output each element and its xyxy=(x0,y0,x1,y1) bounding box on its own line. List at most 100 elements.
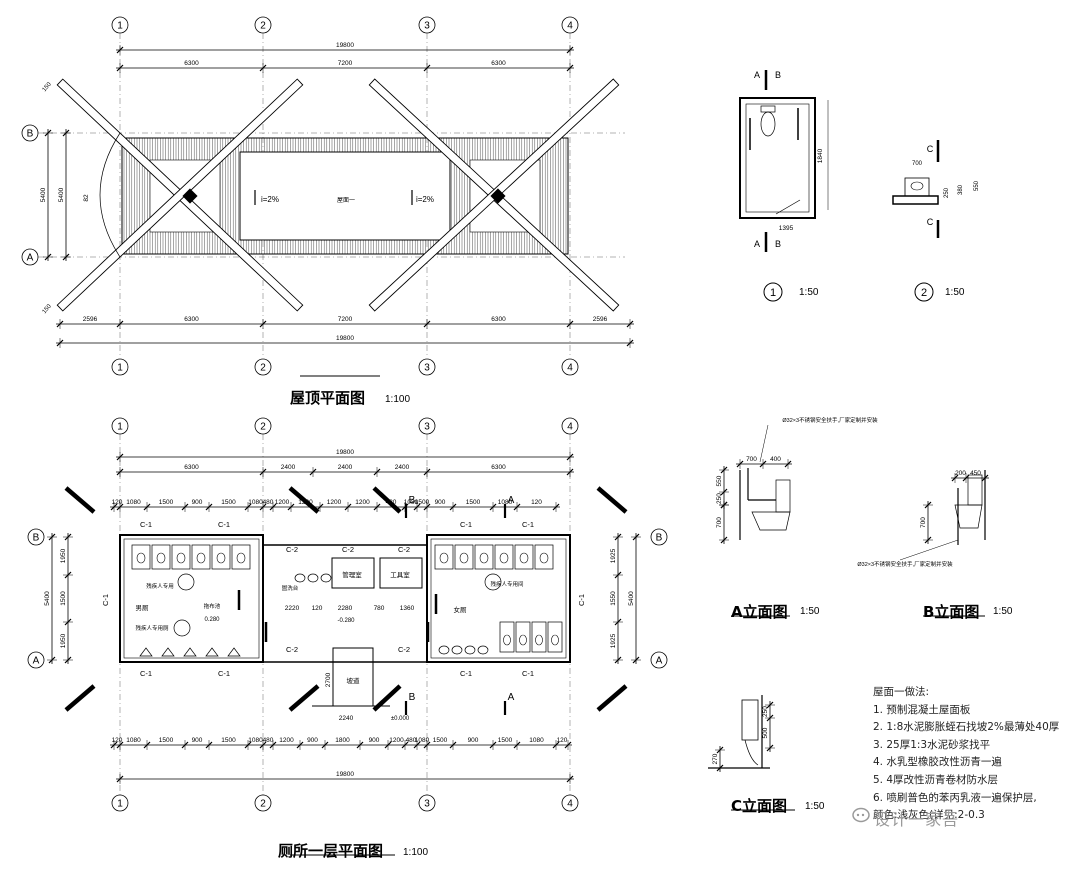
washbasin xyxy=(438,645,450,655)
elevA-dim-top-text: 700 xyxy=(746,456,757,463)
plan-dim-sub-bot-text: 1800 xyxy=(335,737,350,744)
grid-bot-1-label: 1 xyxy=(117,799,123,810)
elevB-toilet xyxy=(954,504,983,529)
room-label-men: 男厕 xyxy=(136,604,150,612)
elevA-toilet xyxy=(751,511,791,531)
toilet-fixture xyxy=(439,552,449,564)
toilet-fixture xyxy=(459,552,469,564)
plan-dim-sub-bot-text: 900 xyxy=(468,737,479,744)
notes-item: 2. 1:8水泥膨胀蛭石找坡2%最薄处40厚 xyxy=(873,721,1060,734)
plan-dim-sub-top-text: 1500 xyxy=(466,499,481,506)
toilet-stall xyxy=(474,544,494,570)
plan-dim-sub-top-text: 1500 xyxy=(159,499,174,506)
washbasin xyxy=(464,645,476,655)
window-c1-label: C-1 xyxy=(522,669,534,678)
washbasin xyxy=(320,573,332,583)
plan-dim-sub-top-text: 900 xyxy=(192,499,203,506)
room-label-women: 女厕 xyxy=(454,605,468,614)
roof-dim-total-top-text: 19800 xyxy=(336,42,354,49)
grid-row-b-left-bubble xyxy=(27,528,45,546)
plan-dim-sub-top-text: 120 xyxy=(112,499,123,506)
plan-dim-sub-top-text: 900 xyxy=(435,499,446,506)
detail2-bubble xyxy=(914,282,934,302)
section-letter: A xyxy=(754,239,760,249)
plan-mid-dim: 2280 xyxy=(338,605,353,612)
roof-dim-depth2-text: 5400 xyxy=(58,187,65,202)
beam-body xyxy=(56,78,304,312)
plan-dim-sub-top-text: 1500 xyxy=(415,499,430,506)
washbasin xyxy=(477,645,489,655)
room-label-janitor: 拖布池 xyxy=(204,602,221,610)
detail1-bubble xyxy=(763,282,783,302)
toilet-fixture xyxy=(519,552,529,564)
entry-marker xyxy=(64,486,96,514)
beam-joint xyxy=(182,188,198,204)
plan-dim-sub-bot-text: 120 xyxy=(557,737,568,744)
plan-dim-top-text: 2400 xyxy=(395,464,410,471)
grid-bot-3-label: 3 xyxy=(424,799,430,810)
entry-marker xyxy=(64,684,96,712)
toilet-fixture xyxy=(136,552,146,564)
toilet-stall xyxy=(531,621,547,653)
toilet-stall xyxy=(151,544,171,570)
detail1-dim: 1395 xyxy=(779,225,794,232)
level-mark: ±0.000 xyxy=(391,716,410,722)
diagonal-beam xyxy=(56,78,304,312)
grid-top-2-label: 2 xyxy=(260,21,266,32)
plan-mid-dim: 2240 xyxy=(339,715,354,722)
elevation-c-scale: 1:50 xyxy=(805,801,825,812)
roof-dim-spans-top-text: 6300 xyxy=(184,60,199,67)
window-c1-label: C-1 xyxy=(522,520,534,529)
grid-top-4-label: 4 xyxy=(567,21,573,32)
grid-bot-4-bubble xyxy=(561,358,579,376)
section-letter: C xyxy=(927,144,934,154)
toilet-stall xyxy=(434,544,454,570)
toilet-stall xyxy=(515,621,531,653)
washbasin xyxy=(307,573,319,583)
window-c1-label: C-1 xyxy=(140,669,152,678)
plan-dim-sub-top-text: 1200 xyxy=(327,499,342,506)
section-letter: C xyxy=(927,217,934,227)
turning-circle xyxy=(177,573,195,591)
room-label-ramp: 坡道 xyxy=(347,676,361,685)
grid-top-3-label: 3 xyxy=(424,422,430,433)
plan-mid-dim: 780 xyxy=(374,605,385,612)
notes-item: 6. 喷刷普色的苯丙乳液一遍保护层, xyxy=(873,791,1037,804)
floor-plan-title: 厕所一层平面图 xyxy=(278,842,384,860)
turning-circle xyxy=(484,573,502,591)
grid-row-a-right-bubble xyxy=(650,651,668,669)
leader-line xyxy=(899,539,959,561)
detail-1-scale: 1:50 xyxy=(799,287,819,298)
grid-row-a-right-label: A xyxy=(656,656,663,667)
plan-dim-sub-bot-text: 1080 xyxy=(126,737,141,744)
entry-marker xyxy=(596,486,628,514)
plan-dim-sub-bot-text: 900 xyxy=(369,737,380,744)
grid-row-a-label: A xyxy=(27,253,34,264)
toilet-fixture xyxy=(519,634,527,646)
door-swing xyxy=(775,199,801,215)
grid-bot-4-label: 4 xyxy=(567,363,573,374)
room-label-washroom: 盥洗台 xyxy=(282,584,299,592)
toilet-fixture xyxy=(176,552,186,564)
plan-dim-sub-top-text: 1080 xyxy=(248,499,263,506)
grid-row-b-left-label: B xyxy=(33,533,40,544)
elevA-dim-upper-text: 250 xyxy=(716,493,723,504)
elevC-dim-low-text: 270 xyxy=(712,753,719,764)
elevB-note: Ø32×3不锈钢安全扶手,厂家定制并安装 xyxy=(857,560,953,568)
toilet-stall xyxy=(494,544,514,570)
elevation-a-scale: 1:50 xyxy=(800,606,820,617)
elevation-b-title: B立面图 xyxy=(923,603,980,621)
room-label-accessible: 残疾人专用间 xyxy=(490,580,523,588)
entry-marker xyxy=(288,684,320,712)
plan-dim-total-top-text: 19800 xyxy=(336,449,354,456)
toilet-fixture xyxy=(216,552,226,564)
grid-bot-2-label: 2 xyxy=(260,799,266,810)
notes-item: 颜色:浅灰色(详见:2-0.3 xyxy=(873,809,985,822)
detail-2-scale: 1:50 xyxy=(945,287,965,298)
notes-item: 4. 水乳型橡胶改性沥青一遍 xyxy=(873,756,1002,769)
urinal xyxy=(205,647,219,657)
washbasin xyxy=(294,573,306,583)
grid-bot-4-label: 4 xyxy=(567,799,573,810)
notes-item: 5. 4厚改性沥青卷材防水层 xyxy=(873,773,999,786)
plan-dim-sub-bot-text: 1200 xyxy=(279,737,294,744)
